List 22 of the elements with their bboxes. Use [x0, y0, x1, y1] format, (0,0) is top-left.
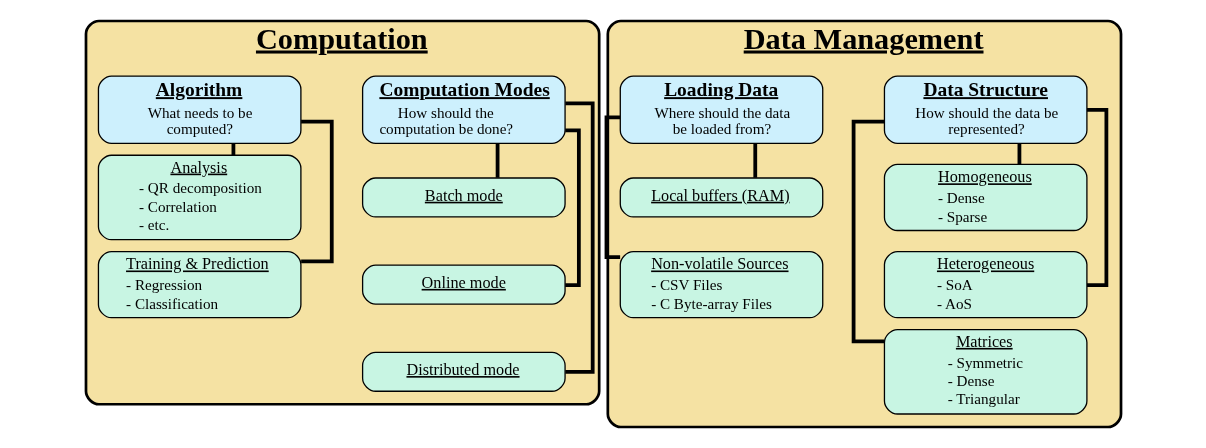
node-box: Local buffers (RAM) [619, 177, 823, 218]
connector [1017, 143, 1021, 165]
node-box: Computation Modes How should the computation be done? [361, 75, 566, 144]
connector [604, 115, 620, 259]
node-box: Loading Data Where should the data be loaded from? [619, 75, 823, 144]
node-box: Analysis - QR decomposition - Correlation - etc. [97, 154, 302, 241]
connector [495, 143, 499, 178]
node-box: Data Structure How should the data be represented? [883, 75, 1088, 144]
node-box: Heterogeneous - SoA - AoS [883, 250, 1088, 319]
node-box: Matrices - Symmetric - Dense - Triangular [883, 328, 1088, 415]
node-box: Batch mode [361, 177, 566, 218]
connector [564, 128, 581, 288]
connector [564, 101, 595, 374]
node-box: Non-volatile Sources - CSV Files - C Byte-array Files [619, 250, 823, 319]
node-box: Training & Prediction - Regression - Classification [97, 250, 302, 319]
node-box: Homogeneous - Dense - Sparse [883, 163, 1088, 232]
node-box: Online mode [361, 264, 566, 305]
connector [851, 119, 884, 344]
node-box: Distributed mode [361, 351, 566, 392]
connector [752, 143, 757, 178]
node-box: Algorithm What needs to be computed? [97, 75, 302, 144]
connector [300, 119, 334, 264]
